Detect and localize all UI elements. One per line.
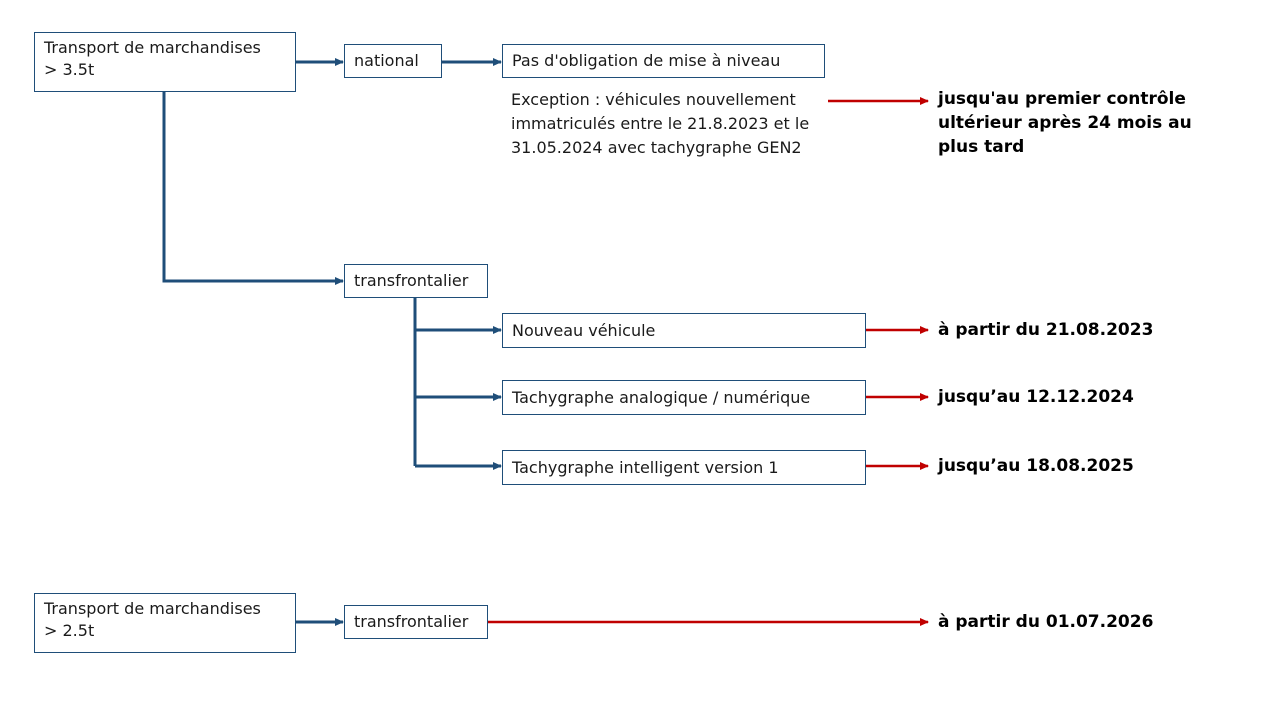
exception-line1: Exception : véhicules nouvellement [511,90,796,109]
smart-v1-box: Tachygraphe intelligent version 1 [502,450,866,485]
no-upgrade-label: Pas d'obligation de mise à niveau [512,51,781,70]
root-label-line2: > 3.5t [44,60,95,79]
new-vehicle-box: Nouveau véhicule [502,313,866,348]
root-box-3-5t: Transport de marchandises > 3.5t [34,32,296,92]
root2-label-line2: > 2.5t [44,621,95,640]
national-label: national [354,51,419,70]
exception-line3: 31.05.2024 avec tachygraphe GEN2 [511,138,802,157]
crossborder-label: transfrontalier [354,271,469,290]
exception-result-line3: plus tard [938,137,1025,157]
national-box: national [344,44,442,78]
analog-digital-label: Tachygraphe analogique / numérique [512,387,811,407]
crossborder2-box: transfrontalier [344,605,488,639]
exception-note: Exception : véhicules nouvellement immat… [511,88,831,160]
crossborder-box: transfrontalier [344,264,488,298]
crossborder2-label: transfrontalier [354,612,469,631]
new-vehicle-result: à partir du 21.08.2023 [938,320,1154,340]
exception-result-line2: ultérieur après 24 mois au [938,113,1192,133]
root-label-line1: Transport de marchandises [44,38,261,57]
root2-label-line1: Transport de marchandises [44,599,261,618]
root-box-2-5t: Transport de marchandises > 2.5t [34,593,296,653]
analog-digital-box: Tachygraphe analogique / numérique [502,380,866,415]
crossborder2-result: à partir du 01.07.2026 [938,612,1154,632]
no-upgrade-box: Pas d'obligation de mise à niveau [502,44,825,78]
exception-result-line1: jusqu'au premier contrôle [938,89,1186,109]
new-vehicle-label: Nouveau véhicule [512,320,656,340]
smart-v1-label: Tachygraphe intelligent version 1 [512,457,779,477]
exception-line2: immatriculés entre le 21.8.2023 et le [511,114,810,133]
smart-v1-result: jusqu’au 18.08.2025 [938,456,1134,476]
arrow-root-to-crossborder [162,92,344,285]
analog-digital-result: jusqu’au 12.12.2024 [938,387,1134,407]
exception-result: jusqu'au premier contrôle ultérieur aprè… [938,87,1198,159]
